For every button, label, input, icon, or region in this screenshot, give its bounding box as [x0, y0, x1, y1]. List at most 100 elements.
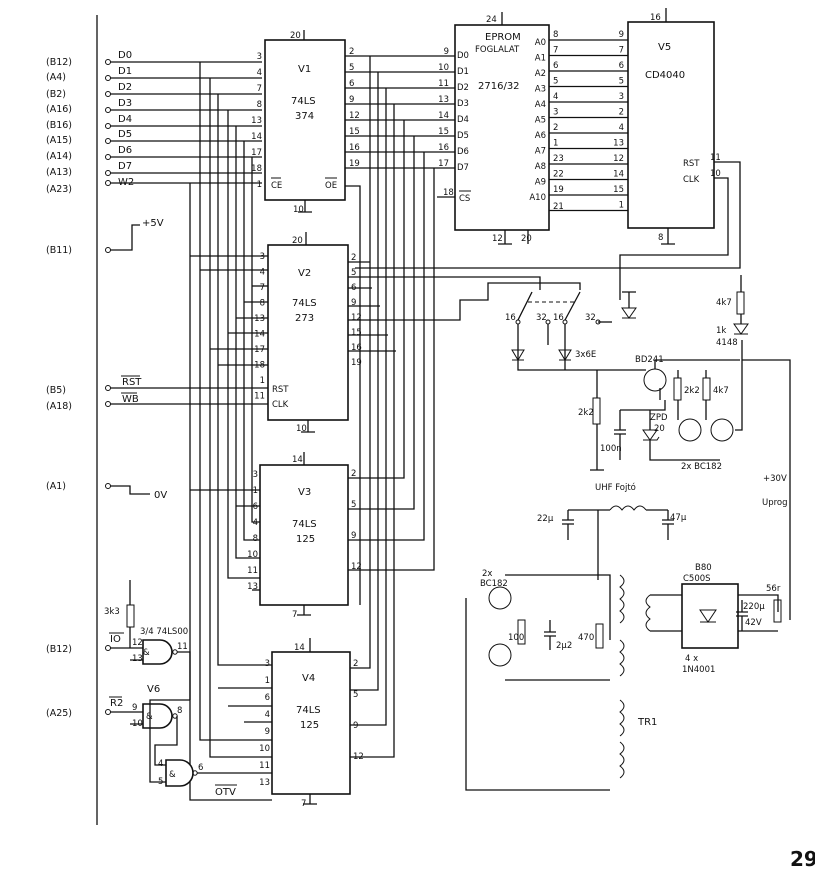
pin-number: 9 — [351, 298, 356, 308]
pin-number: 2 — [351, 253, 356, 263]
chip-v6: 3k3 3/4 74LS00 & 12 13 11 V6 & 9 10 8 & … — [104, 580, 272, 798]
gnd-label: 0V — [154, 490, 167, 501]
rst-label: RST — [272, 385, 289, 395]
gate-name: V6 — [147, 684, 160, 695]
bus-label: (B11) — [46, 245, 72, 256]
chip-part: CD4040 — [645, 70, 685, 81]
gnd-pin: 8 — [658, 233, 663, 243]
pin-number: 19 — [553, 185, 564, 195]
pin-number: 1 — [619, 201, 624, 211]
resistor-label: 470 — [578, 633, 594, 643]
pin-number: 19 — [351, 358, 362, 368]
v2-output-wires — [348, 261, 581, 352]
resistor-label: 100 — [508, 633, 524, 643]
cs-pin: 18 — [443, 188, 454, 198]
bus-verticals — [189, 62, 272, 801]
voltage-label: Uprog — [762, 498, 788, 508]
capacitor-label: 42V — [745, 618, 762, 628]
pin-number: 2 — [553, 123, 558, 133]
pin-number: D5 — [457, 131, 469, 141]
pin-number: 2 — [619, 108, 624, 118]
v1-to-eprom-bus — [345, 55, 455, 758]
chip-v5: V5 CD4040 16 8 RST CLK 11 10 97653241312… — [355, 8, 741, 300]
pin-number: 15 — [351, 328, 362, 338]
pin-number: A9 — [535, 178, 546, 188]
pin-number: 12 — [613, 154, 624, 164]
resistor-label: 4k7 — [716, 298, 732, 308]
resistor-label: 1k — [716, 326, 726, 336]
pin-number: A1 — [535, 54, 546, 64]
zener-label: 3x6E — [575, 350, 596, 360]
bus-label: (B16) — [46, 120, 72, 131]
transistor-label: BD241 — [635, 355, 664, 365]
switch-pos: 32 — [585, 313, 596, 323]
pin-number: 15 — [438, 127, 449, 137]
pin-number: 8 — [253, 534, 258, 544]
chip-name: V4 — [302, 673, 315, 684]
bus-label: (A18) — [46, 401, 72, 412]
bus-label: (B2) — [46, 89, 66, 100]
pin-number: 6 — [265, 693, 270, 703]
pin-number: 4 — [260, 268, 265, 278]
pin-number: 7 — [257, 84, 262, 94]
pin-number: 14 — [438, 111, 449, 121]
diode-label: 1N4001 — [682, 665, 715, 675]
gate-pin: 11 — [177, 642, 188, 652]
gnd-pin: 10 — [296, 424, 307, 434]
chip-part: 273 — [295, 313, 314, 324]
pin-number: 4 — [253, 518, 258, 528]
pin-number: 9 — [265, 727, 270, 737]
pin-number: A3 — [535, 85, 546, 95]
pin-number: 5 — [351, 500, 356, 510]
clk-label: CLK — [683, 175, 700, 185]
vcc-pin: 16 — [650, 13, 661, 23]
rst-label: RST — [683, 159, 700, 169]
switch-pos: 16 — [553, 313, 564, 323]
pin-number: 5 — [619, 77, 624, 87]
eprom-part: 2716/32 — [478, 81, 520, 92]
signal-label: D3 — [118, 98, 132, 109]
bus-label: (A23) — [46, 184, 72, 195]
pin-number: 5 — [351, 268, 356, 278]
gate-symbol: & — [143, 648, 150, 658]
diode-label: 4 x — [685, 654, 698, 664]
pin-number: 10 — [259, 744, 270, 754]
power-supply-circuit: UHF Fojtó 47µ 22µ 2x BC182 100 2µ2 470 T… — [465, 482, 782, 791]
chip-family: 74LS — [292, 519, 317, 530]
zener-label: ZPD — [650, 413, 668, 423]
pin-number: 5 — [553, 77, 558, 87]
pin-number: A10 — [529, 193, 546, 203]
resistor-label: 2k2 — [684, 386, 700, 396]
gnd-pin: 7 — [292, 610, 297, 620]
chip-part: 125 — [300, 720, 319, 731]
vcc-pin: 14 — [294, 643, 305, 653]
pin-number: A4 — [535, 100, 546, 110]
pin-number: D2 — [457, 83, 469, 93]
transistor-label: 2x BC182 — [681, 462, 722, 472]
pin-number: D1 — [457, 67, 469, 77]
clk-label: CLK — [272, 400, 289, 410]
pin-number: 4 — [619, 123, 624, 133]
eprom-pin: 12 — [492, 234, 503, 244]
pin-number: 3 — [257, 52, 262, 62]
pin-number: 13 — [254, 314, 265, 324]
bus-label: (A1) — [46, 481, 66, 492]
pin-number: 3 — [260, 252, 265, 262]
pin-number: 9 — [619, 30, 624, 40]
signal-label: D5 — [118, 129, 132, 140]
pin-number: 11 — [247, 566, 258, 576]
pin-number: 9 — [444, 47, 449, 57]
pin-number: 11 — [254, 392, 265, 402]
vcc-pin: 24 — [486, 15, 497, 25]
pin-number: 6 — [553, 61, 558, 71]
gate-pin: 4 — [158, 759, 163, 769]
pin-number: 2 — [353, 659, 358, 669]
vcc-pin: 20 — [292, 236, 303, 246]
pin-number: 23 — [553, 154, 564, 164]
bus-label: (B12) — [46, 644, 72, 655]
v6-family: 3/4 74LS00 — [140, 627, 188, 637]
a10-extra-pin: 21 — [553, 202, 564, 212]
bus-label: (A4) — [46, 72, 66, 83]
pin-number: A0 — [535, 38, 546, 48]
pin-number: 11 — [438, 79, 449, 89]
